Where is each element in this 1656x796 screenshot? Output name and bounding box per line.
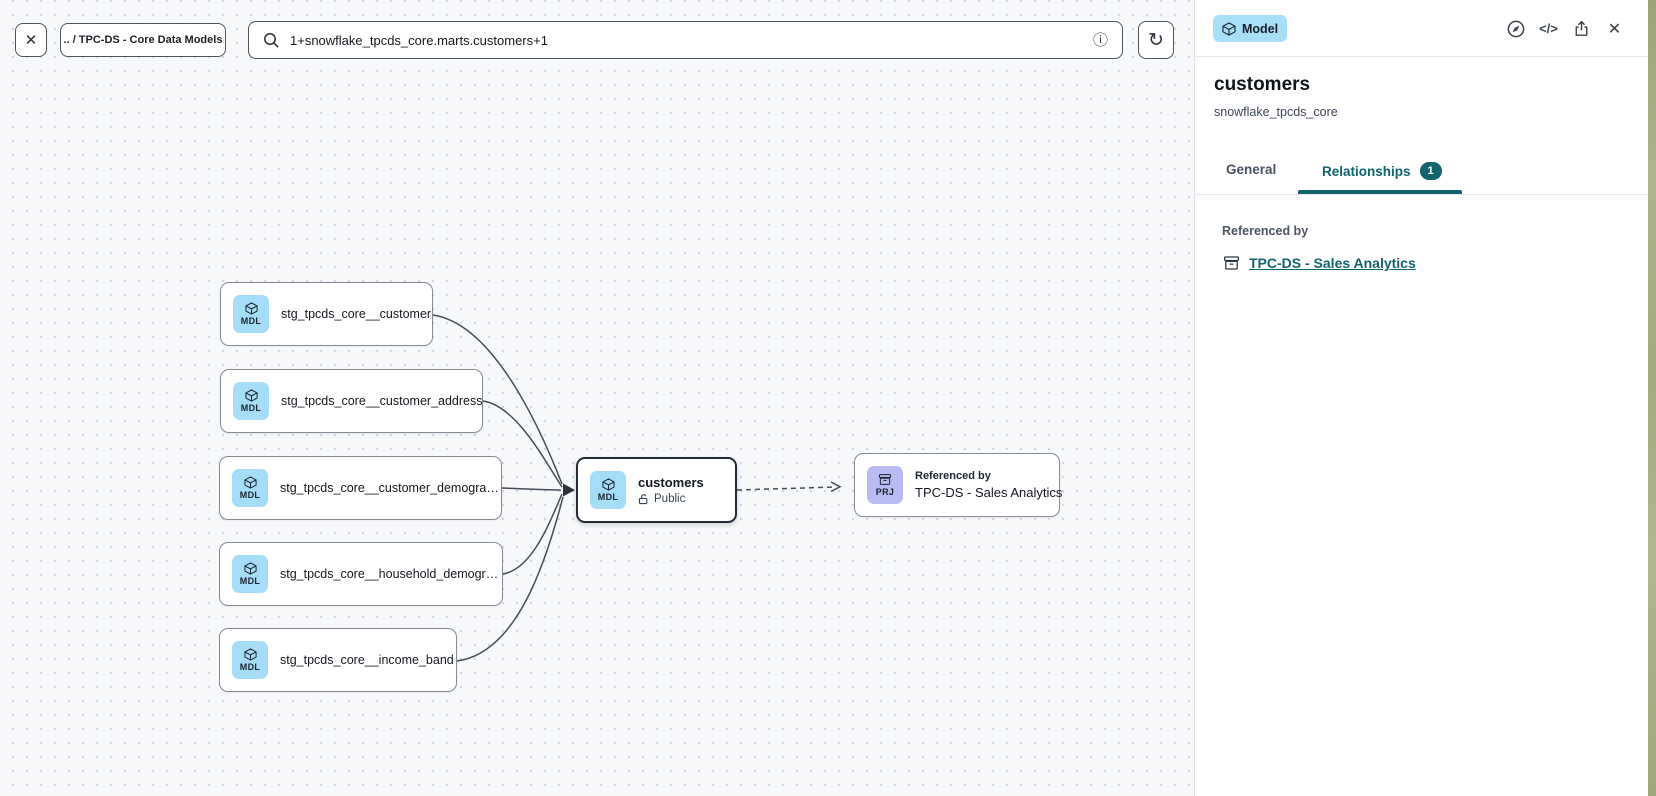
compass-icon [1507,20,1524,37]
close-icon: ✕ [1607,20,1622,38]
details-panel-header: Model </> ✕ [1195,0,1648,57]
graph-node-referenced-project[interactable]: PRJ Referenced by TPC-DS - Sales Analyti… [854,453,1063,517]
refresh-icon: ↻ [1148,29,1164,51]
cube-icon [244,389,258,402]
badge-label: MDL [240,403,262,413]
close-panel-button[interactable]: ✕ [1604,18,1625,39]
badge-label: PRJ [875,487,895,497]
relationships-count-badge: 1 [1419,162,1442,180]
graph-node-stg-customer[interactable]: MDL stg_tpcds_core__customer [220,282,433,346]
archive-icon [1224,256,1239,270]
node-label: stg_tpcds_core__income_band [280,653,454,667]
dashed-arrowhead [830,481,842,493]
cube-icon [243,476,257,489]
node-kicker: Referenced by [915,470,991,482]
node-label: stg_tpcds_core__customer_demogra… [280,481,499,495]
graph-node-stg-household-demographics[interactable]: MDL stg_tpcds_core__household_demogr… [219,542,503,606]
badge-label: MDL [239,576,261,586]
node-title: customers [638,475,704,490]
share-button[interactable] [1571,18,1592,39]
model-type-icon: MDL [232,555,268,593]
panel-title: customers [1214,74,1311,95]
model-type-icon: MDL [232,641,268,679]
breadcrumb[interactable]: .. / TPC-DS - Core Data Models [60,23,226,57]
solid-arrowhead [563,483,575,497]
model-type-icon: MDL [233,295,269,333]
breadcrumb-label: .. / TPC-DS - Core Data Models [63,34,223,46]
project-type-icon: PRJ [867,466,903,504]
referenced-by-label: Referenced by [1222,224,1309,238]
referenced-project-row[interactable]: TPC-DS - Sales Analytics [1223,255,1416,271]
node-access-row: Public [638,493,704,505]
badge-label: MDL [239,490,261,500]
tabs-divider [1195,194,1648,195]
desktop-edge-strip [1648,0,1656,796]
badge-label: MDL [240,316,262,326]
graph-node-stg-customer-demographics[interactable]: MDL stg_tpcds_core__customer_demogra… [219,456,502,520]
details-panel: Model </> ✕ customers snowflake_tpcds_co… [1194,0,1648,796]
resource-type-badge: Model [1213,15,1288,42]
explore-button[interactable] [1505,18,1526,39]
tab-relationships-label: Relationships [1322,163,1411,179]
search-input[interactable] [290,32,1083,48]
badge-label: MDL [239,662,261,672]
lineage-search-box[interactable]: ⓘ [248,21,1123,59]
cube-icon [1222,21,1236,36]
refresh-button[interactable]: ↻ [1138,21,1174,59]
referenced-project-link[interactable]: TPC-DS - Sales Analytics [1249,255,1416,271]
lineage-canvas[interactable]: MDL stg_tpcds_core__customer MDL stg_tpc… [0,0,1194,796]
code-icon: </> [1539,21,1558,36]
node-label: stg_tpcds_core__customer [281,307,432,321]
cube-icon [243,648,257,661]
share-icon [1575,20,1588,36]
tab-general[interactable]: General [1226,162,1277,177]
node-label: stg_tpcds_core__household_demogr… [280,567,499,581]
graph-node-customers-selected[interactable]: MDL customers Public [576,457,737,523]
cube-icon [244,302,258,315]
panel-actions: </> ✕ [1505,18,1625,39]
view-code-button[interactable]: </> [1538,18,1559,39]
active-tab-underline [1298,190,1462,194]
model-type-icon: MDL [233,382,269,420]
model-type-icon: MDL [232,469,268,507]
archive-icon [878,474,892,485]
edge-household-demographics [502,493,563,575]
cube-icon [243,562,257,575]
info-icon[interactable]: ⓘ [1092,31,1108,49]
graph-node-stg-income-band[interactable]: MDL stg_tpcds_core__income_band [219,628,457,692]
lineage-edges [432,314,842,662]
graph-node-stg-customer-address[interactable]: MDL stg_tpcds_core__customer_address [220,369,483,433]
edge-customer-demographics [501,487,562,491]
node-access-label: Public [654,493,686,505]
node-label: stg_tpcds_core__customer_address [281,394,483,408]
resource-type-label: Model [1242,21,1279,36]
edge-referenced-dashed [736,486,837,491]
close-lineage-button[interactable]: ✕ [15,23,47,57]
search-icon [264,32,279,48]
cube-icon [601,478,615,491]
model-type-icon: MDL [590,471,626,509]
badge-label: MDL [597,492,619,502]
tab-relationships[interactable]: Relationships 1 [1322,162,1442,180]
lock-open-icon [638,494,648,505]
close-icon: ✕ [24,32,38,49]
panel-subtitle: snowflake_tpcds_core [1214,105,1338,119]
node-title: TPC-DS - Sales Analytics [915,485,1063,500]
